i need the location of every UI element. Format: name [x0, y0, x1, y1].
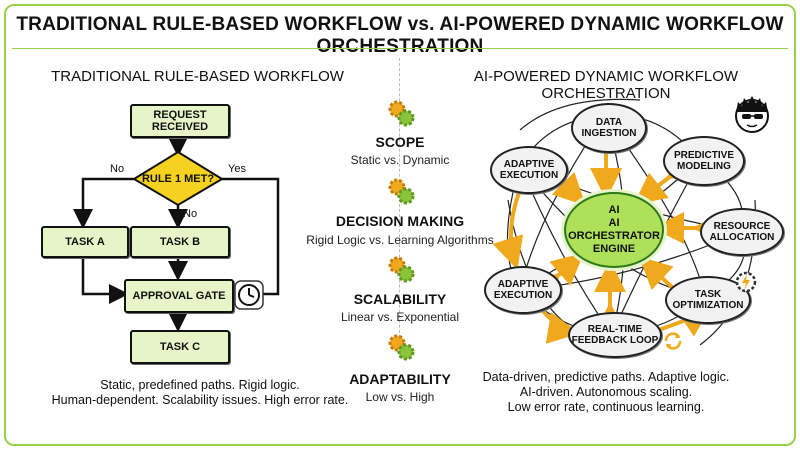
- node-rule-met: RULE 1 MET?: [141, 173, 215, 185]
- comparison-subtitle: Low vs. High: [365, 390, 435, 404]
- edge-label-no-left: No: [110, 163, 125, 175]
- node-data-ingestion: DATA INGESTION: [571, 103, 647, 153]
- comparison-title: DECISION MAKING: [335, 213, 465, 229]
- edge-label-no-down: No: [183, 208, 198, 220]
- right-description-line: Low error rate, continuous learning.: [507, 400, 705, 414]
- node-adaptive-execution-bottom: ADAPTIVE EXECUTION: [484, 266, 562, 314]
- left-section-title: TRADITIONAL RULE-BASED WORKFLOW: [51, 68, 344, 85]
- node-feedback-loop: REAL-TIME FEEDBACK LOOP: [568, 312, 662, 358]
- left-description-line: Static, predefined paths. Rigid logic.: [100, 378, 300, 392]
- left-description-line: Human-dependent. Scalability issues. Hig…: [51, 393, 349, 407]
- lightning-icon: [735, 271, 757, 293]
- gear-icon: [388, 334, 415, 361]
- avatar-icon: [735, 96, 769, 133]
- node-request-received: REQUEST RECEIVED: [130, 104, 230, 138]
- comparison-subtitle: Linear vs. Exponential: [340, 310, 460, 324]
- node-approval-gate: APPROVAL GATE: [124, 279, 234, 313]
- comparison-title: ADAPTABILITY: [349, 371, 451, 387]
- node-adaptive-execution-top: ADAPTIVE EXECUTION: [490, 146, 568, 194]
- core-label: AI ORCHESTRATOR: [568, 217, 660, 242]
- left-description: Static, predefined paths. Rigid logic. H…: [20, 378, 380, 408]
- comparison-title: SCOPE: [375, 134, 425, 150]
- clock-icon: [234, 280, 264, 310]
- comparison-subtitle: Static vs. Dynamic: [350, 153, 450, 167]
- node-task-a: TASK A: [41, 226, 129, 258]
- core-label: AI: [608, 204, 620, 216]
- edge-label-yes: Yes: [228, 163, 246, 175]
- core-ai-orchestrator: AI AI ORCHESTRATOR ENGINE: [564, 192, 664, 268]
- comparison-title: SCALABILITY: [353, 291, 447, 307]
- node-predictive-modeling: PREDICTIVE MODELING: [663, 136, 745, 186]
- title-divider: [12, 48, 788, 49]
- comparison-subtitle: Rigid Logic vs. Learning Algorithms: [306, 233, 494, 247]
- core-label: ENGINE: [592, 243, 636, 255]
- section-divider: [399, 58, 400, 358]
- gear-icon: [388, 178, 415, 205]
- gear-icon: [388, 256, 415, 283]
- decision-diamond: [132, 150, 224, 207]
- node-task-c: TASK C: [130, 330, 230, 364]
- node-resource-allocation: RESOURCE ALLOCATION: [700, 208, 784, 256]
- right-section-title: AI-POWERED DYNAMIC WORKFLOW ORCHESTRATIO…: [473, 68, 739, 102]
- gear-icon: [388, 100, 415, 127]
- right-description: Data-driven, predictive paths. Adaptive …: [420, 370, 792, 415]
- right-description-line: AI-driven. Autonomous scaling.: [519, 385, 693, 399]
- page-title: TRADITIONAL RULE-BASED WORKFLOW vs. AI-P…: [16, 14, 784, 57]
- right-description-line: Data-driven, predictive paths. Adaptive …: [482, 370, 730, 384]
- node-task-b: TASK B: [130, 226, 230, 258]
- refresh-icon: [664, 332, 682, 350]
